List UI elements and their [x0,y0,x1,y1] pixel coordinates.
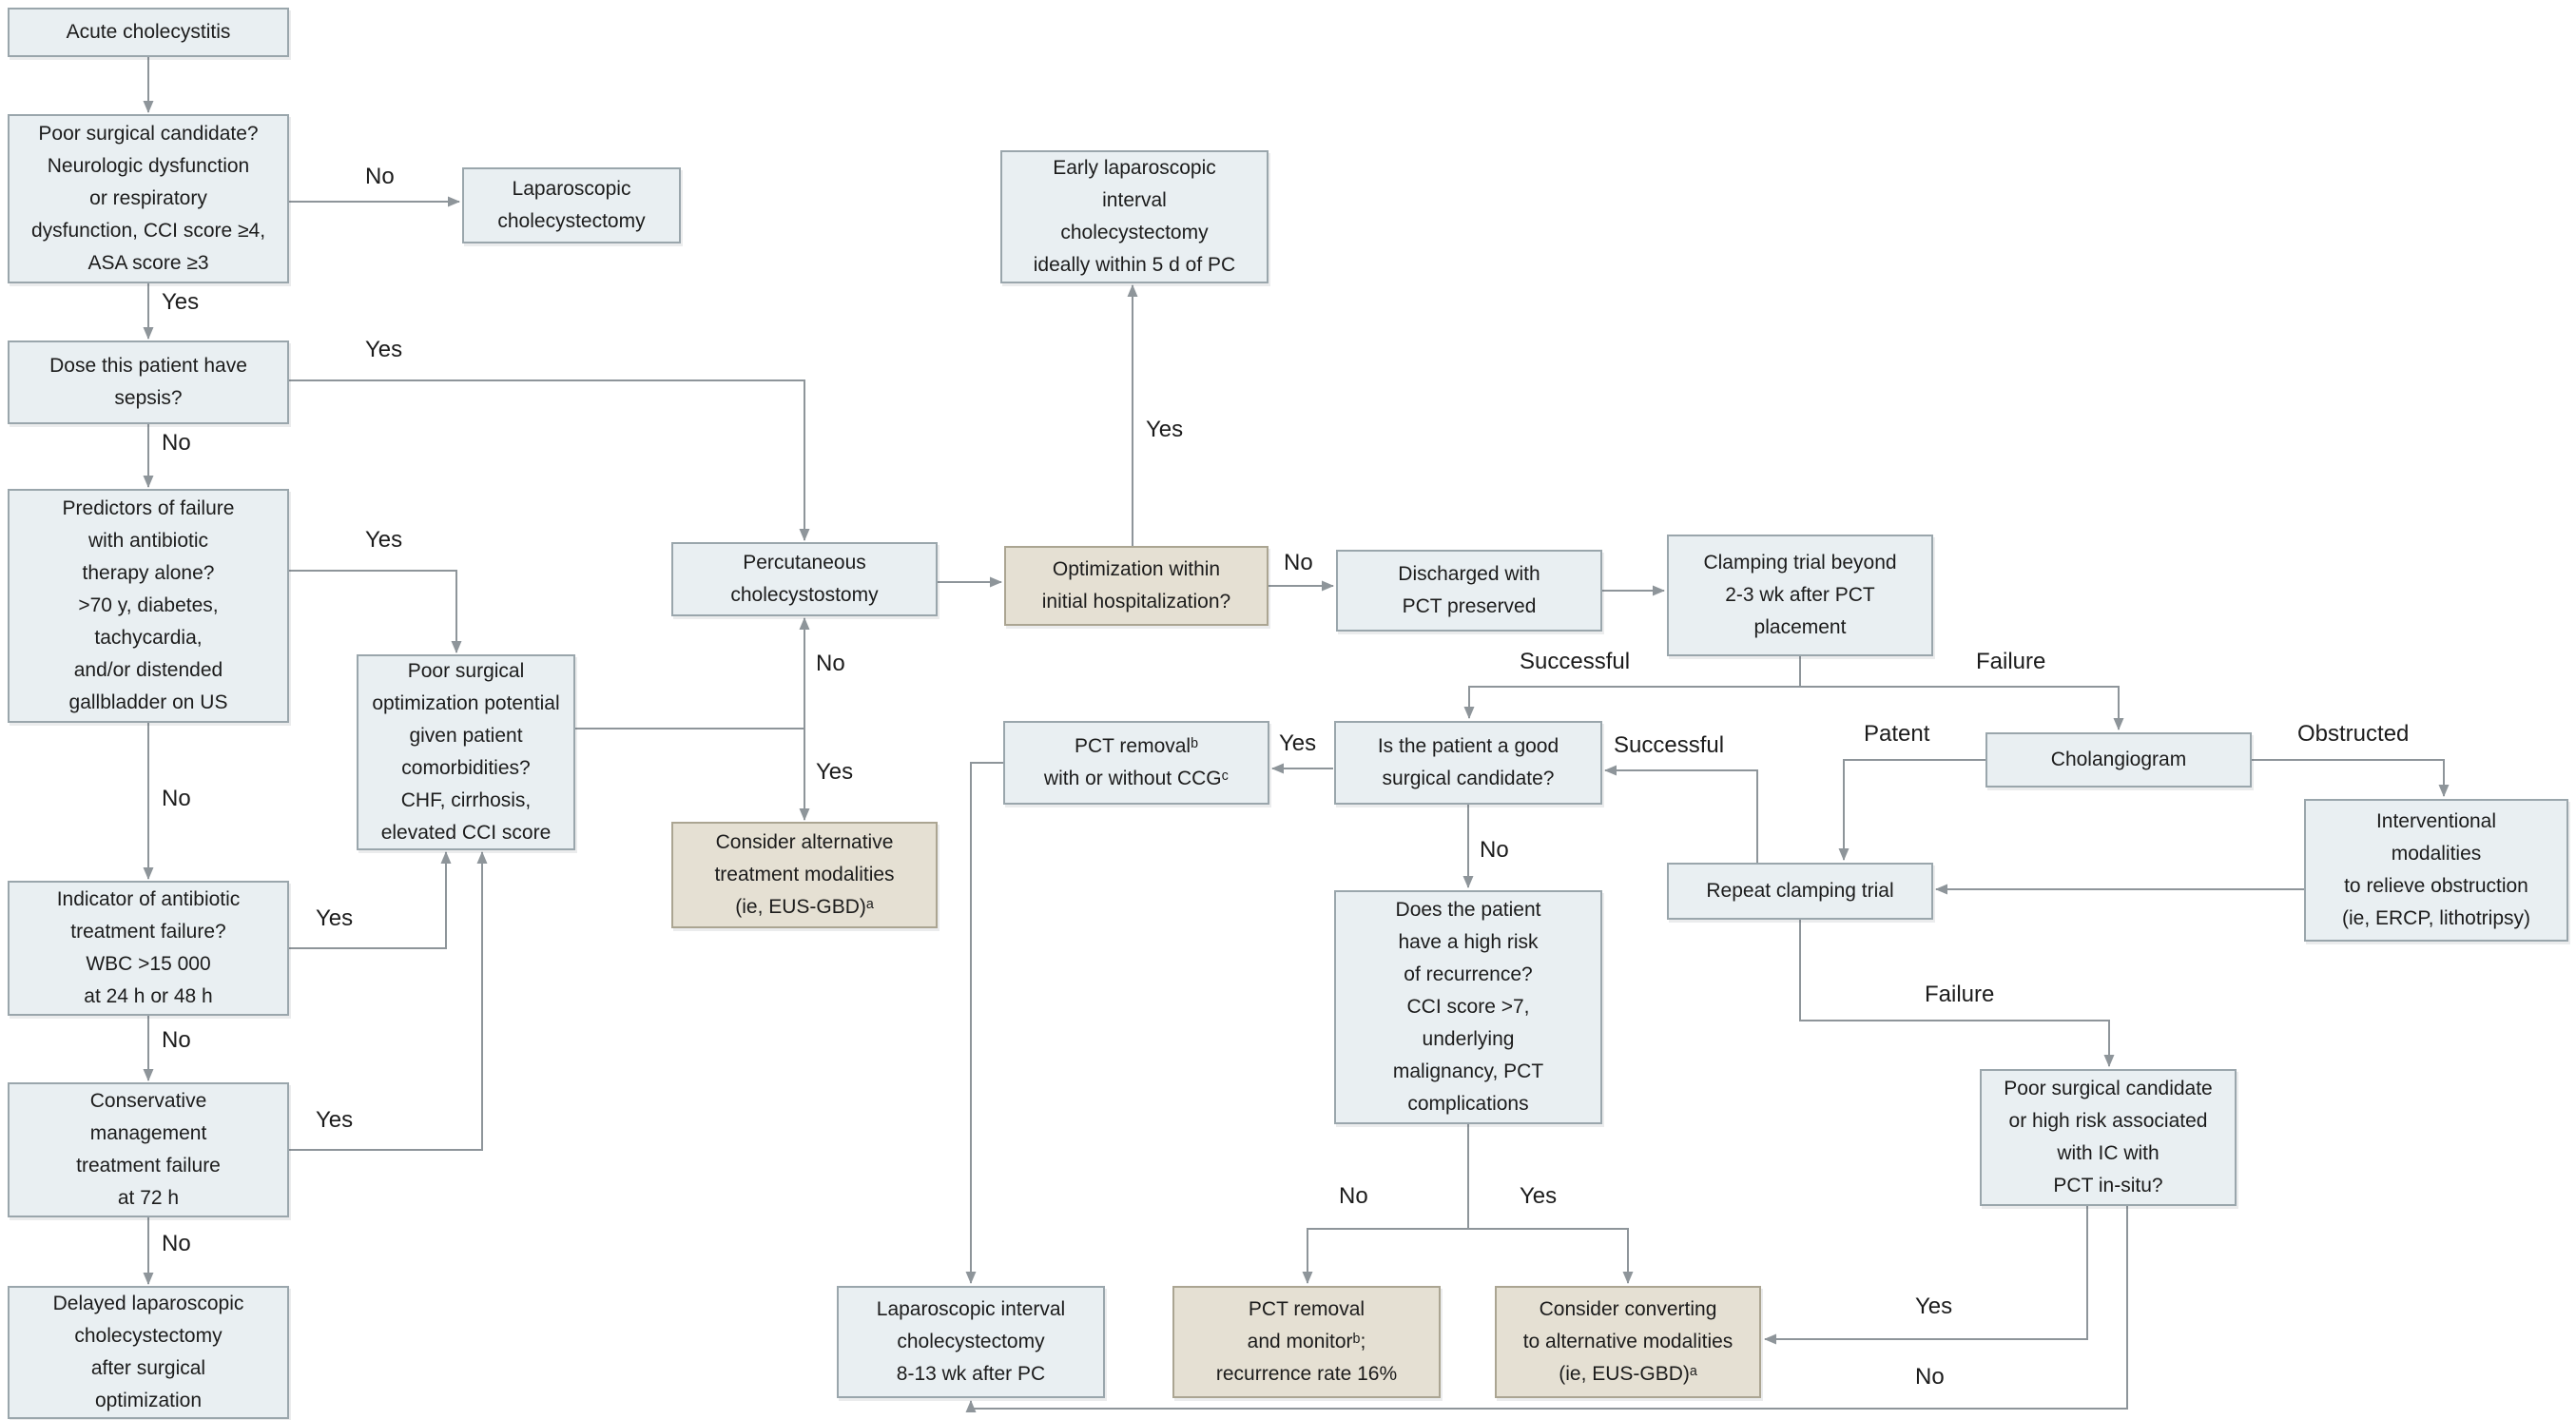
node-pct-removal: PCT removalᵇ with or without CCGᶜ [1003,721,1269,805]
edge-label-yes: Yes [1279,730,1317,756]
node-poor-candidate-pct-insitu: Poor surgical candidate or high risk ass… [1980,1069,2237,1206]
edge-label-successful: Successful [1520,649,1631,674]
node-optimization-within-hospitalization: Optimization within initial hospitalizat… [1004,546,1269,626]
edge-label-yes: Yes [1520,1183,1558,1209]
node-repeat-clamping-trial: Repeat clamping trial [1667,863,1933,920]
edge-label-yes: Yes [1146,417,1184,442]
edge-label-patent: Patent [1864,721,1930,747]
node-antibiotic-failure-indicator: Indicator of antibiotic treatment failur… [8,881,289,1016]
edge-label-no: No [1480,837,1509,863]
edge-label-yes: Yes [365,337,403,362]
node-pct-removal-monitor: PCT removal and monitorᵇ; recurrence rat… [1172,1286,1441,1398]
node-poor-surgical-candidate: Poor surgical candidate? Neurologic dysf… [8,114,289,283]
edge-label-no: No [162,1231,191,1256]
node-early-interval-cholecystectomy: Early laparoscopic interval cholecystect… [1000,150,1269,283]
edge-label-no: No [162,1027,191,1053]
edge-label-no: No [1339,1183,1368,1209]
node-predictors-of-failure: Predictors of failure with antibiotic th… [8,489,289,723]
edge-label-failure: Failure [1925,982,1995,1007]
edge-label-no: No [1284,550,1313,575]
edge-label-no: No [162,786,191,811]
edge-label-yes: Yes [1915,1294,1953,1319]
node-conservative-management-failure: Conservative management treatment failur… [8,1082,289,1217]
edge-label-yes: Yes [816,759,854,785]
edge-label-obstructed: Obstructed [2297,721,2410,747]
edge-label-yes: Yes [162,289,200,315]
edge-label-yes: Yes [316,905,354,931]
node-high-risk-recurrence: Does the patient have a high risk of rec… [1334,890,1602,1124]
node-discharged-pct-preserved: Discharged with PCT preserved [1336,550,1602,632]
node-percutaneous-cholecystostomy: Percutaneous cholecystostomy [671,542,938,616]
edge-label-yes: Yes [365,527,403,553]
node-clamping-trial: Clamping trial beyond 2-3 wk after PCT p… [1667,535,1933,656]
node-acute-cholecystitis: Acute cholecystitis [8,8,289,57]
node-delayed-laparoscopic-cholecystectomy: Delayed laparoscopic cholecystectomy aft… [8,1286,289,1419]
node-poor-surgical-optimization: Poor surgical optimization potential giv… [357,654,575,850]
node-cholangiogram: Cholangiogram [1985,732,2252,788]
edge-label-no: No [162,430,191,456]
edge-label-no: No [816,651,845,676]
node-interventional-modalities: Interventional modalities to relieve obs… [2304,799,2568,942]
edge-label-no: No [1915,1364,1945,1390]
node-good-surgical-candidate: Is the patient a good surgical candidate… [1334,721,1602,805]
edge-label-no: No [365,164,395,189]
edge-label-successful: Successful [1614,732,1725,758]
node-sepsis-question: Dose this patient have sepsis? [8,340,289,424]
node-consider-alternative-modalities: Consider alternative treatment modalitie… [671,822,938,928]
node-consider-converting-modalities: Consider converting to alternative modal… [1495,1286,1761,1398]
edge-label-yes: Yes [316,1107,354,1133]
node-laparoscopic-cholecystectomy: Laparoscopic cholecystectomy [462,167,681,243]
edge-label-failure: Failure [1976,649,2046,674]
node-interval-cholecystectomy-8-13wk: Laparoscopic interval cholecystectomy 8-… [837,1286,1105,1398]
